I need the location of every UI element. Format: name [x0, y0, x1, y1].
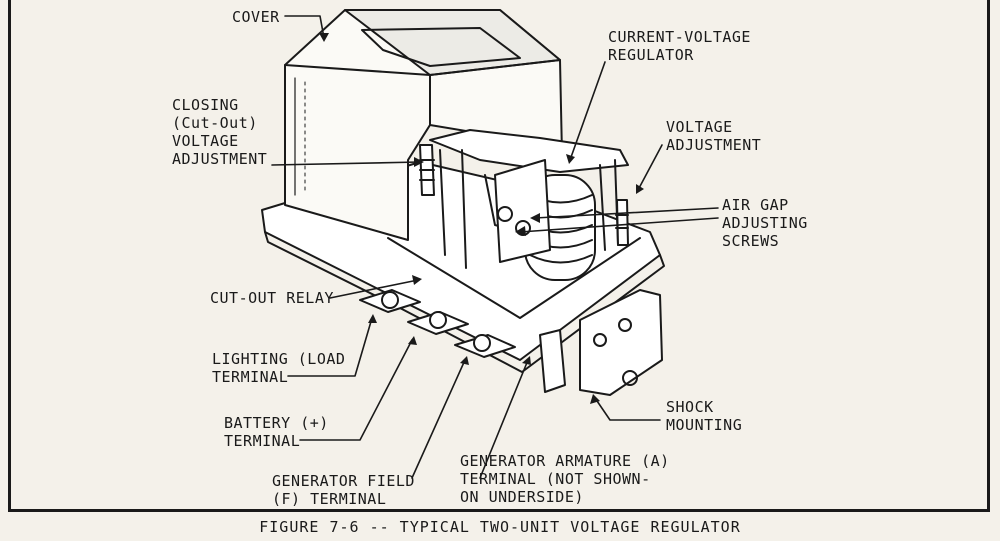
- label-cover: COVER: [232, 8, 280, 26]
- label-battery-terminal: BATTERY (+) TERMINAL: [224, 414, 329, 450]
- terminal-blocks: [359, 289, 516, 358]
- label-lighting-terminal: LIGHTING (LOAD TERMINAL: [212, 350, 346, 386]
- label-shock-mounting: SHOCK MOUNTING: [666, 398, 743, 434]
- figure-caption: FIGURE 7-6 -- TYPICAL TWO-UNIT VOLTAGE R…: [259, 518, 741, 536]
- leader-lines: [271, 15, 719, 479]
- label-cut-out-relay: CUT-OUT RELAY: [210, 289, 334, 307]
- label-closing-voltage-adjustment: CLOSING (Cut-Out) VOLTAGE ADJUSTMENT: [172, 96, 268, 168]
- label-air-gap-adjusting-screws: AIR GAP ADJUSTING SCREWS: [722, 196, 808, 250]
- cover-housing: [284, 9, 563, 241]
- label-voltage-adjustment: VOLTAGE ADJUSTMENT: [666, 118, 762, 154]
- label-generator-armature-terminal: GENERATOR ARMATURE (A) TERMINAL (NOT SHO…: [460, 452, 670, 506]
- shock-mounting-bracket: [539, 289, 663, 396]
- label-generator-field-terminal: GENERATOR FIELD (F) TERMINAL: [272, 472, 415, 508]
- label-current-voltage-regulator: CURRENT-VOLTAGE REGULATOR: [608, 28, 751, 64]
- arrowheads: [319, 33, 644, 404]
- figure-frame: [8, 0, 990, 512]
